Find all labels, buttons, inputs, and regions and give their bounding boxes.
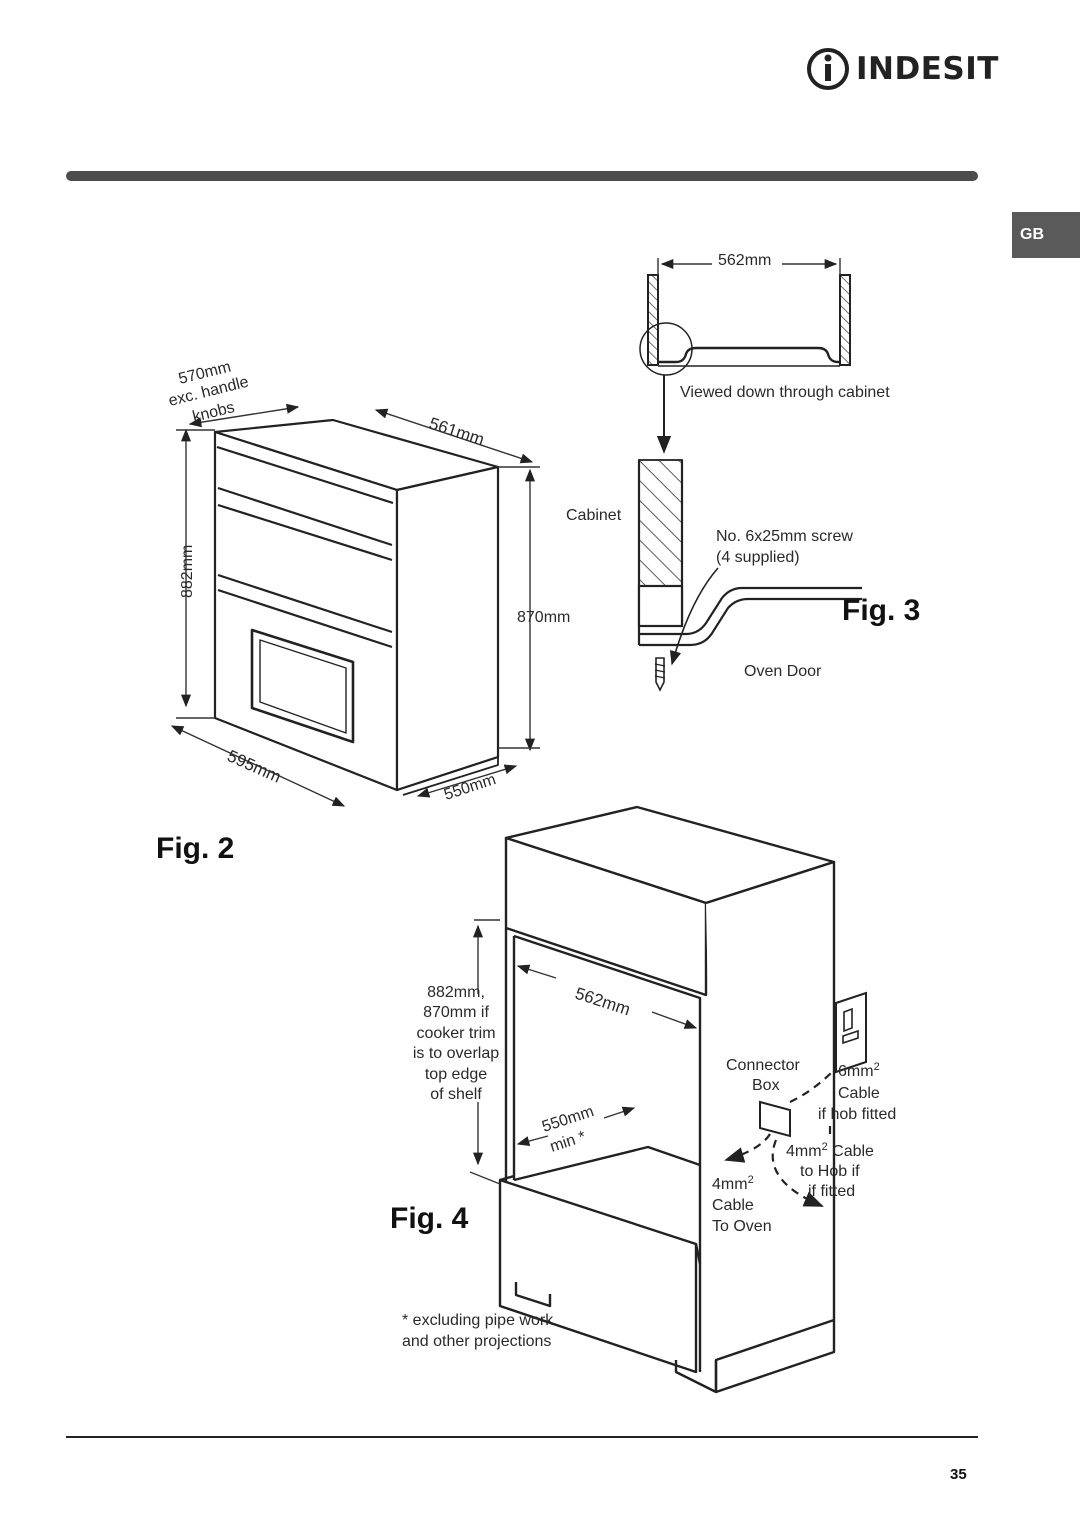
indesit-i-icon (807, 48, 849, 90)
fig4-housing-unit (498, 805, 836, 1394)
fig4-cable-oven-line1: 4mm2 (712, 1174, 754, 1193)
fig4-cable-hob-a-line2: Cable (838, 1085, 880, 1102)
fig4-footnote-2: and other projections (402, 1333, 551, 1350)
fig4-cable-hob-b-line2: to Hob if (800, 1163, 860, 1180)
connector-box-icon (759, 1100, 791, 1138)
fig4-cable-oven-line3: To Oven (712, 1218, 772, 1235)
fig4-cable-hob-b-line3: if fitted (808, 1183, 855, 1200)
header-rule (66, 171, 978, 181)
fig4-dimensions (469, 919, 698, 1185)
fig4-dim-depth-1: 550mm (540, 1103, 596, 1136)
language-tab: GB (1012, 212, 1080, 258)
fig3-label-screw-1: No. 6x25mm screw (716, 528, 853, 545)
fig3-dim-top: 562mm (718, 252, 771, 269)
fig4-height-note-2: 870mm if (423, 1004, 489, 1021)
fig4-label: Fig. 4 (390, 1202, 469, 1235)
fig4-height-note-4: is to overlap (413, 1045, 499, 1062)
fig3-label-screw-2: (4 supplied) (716, 549, 800, 566)
fig2-oven-drawing (213, 418, 500, 796)
fig4-height-note-6: of shelf (430, 1086, 482, 1103)
fig2-dim-width-bottom: 595mm (224, 746, 284, 786)
fig4-dim-width: 562mm (573, 984, 633, 1020)
fig4-height-note-3: cooker trim (416, 1025, 495, 1042)
fig2-label: Fig. 2 (156, 832, 235, 865)
brand-logo: INDESIT (806, 46, 998, 92)
fig4-connector-1: Connector (726, 1057, 800, 1074)
page-number: 35 (950, 1466, 967, 1483)
fig3-label-door: Oven Door (744, 663, 822, 680)
fig2-dim-height-left: 882mm (179, 545, 196, 598)
fig4-cable-hob-b-line1: 4mm2 Cable (786, 1141, 874, 1160)
fig4-cable-hob-a-line3: if hob fitted (818, 1106, 896, 1123)
fig4-cable-hob-a-line1: 6mm2 (838, 1061, 880, 1080)
footer-rule (66, 1436, 978, 1438)
fig3-section-detail (637, 459, 862, 692)
fig4-cable-oven-line2: Cable (712, 1197, 754, 1214)
fig4-cables (724, 1067, 837, 1208)
fig4-footnote-1: * excluding pipe work (402, 1312, 554, 1329)
wall-socket-icon (835, 991, 867, 1074)
fig2-dim-height-right: 870mm (517, 609, 570, 626)
fig3-label-cabinet: Cabinet (566, 507, 622, 524)
fig2-dimensions (170, 403, 540, 807)
fig4-height-note-1: 882mm, (427, 984, 485, 1001)
fig3-note-view: Viewed down through cabinet (680, 384, 890, 401)
fig3-label: Fig. 3 (842, 594, 921, 627)
brand-name: INDESIT (856, 51, 999, 87)
fig3-cabinet-plan (639, 274, 851, 454)
fig2-dim-depth-bottom: 550mm (442, 771, 498, 804)
fig2-dim-depth-top: 561mm (427, 414, 487, 450)
fig4-height-note-5: top edge (425, 1066, 487, 1083)
fig3-dimension-562 (657, 258, 841, 275)
fig4-connector-2: Box (752, 1077, 780, 1094)
